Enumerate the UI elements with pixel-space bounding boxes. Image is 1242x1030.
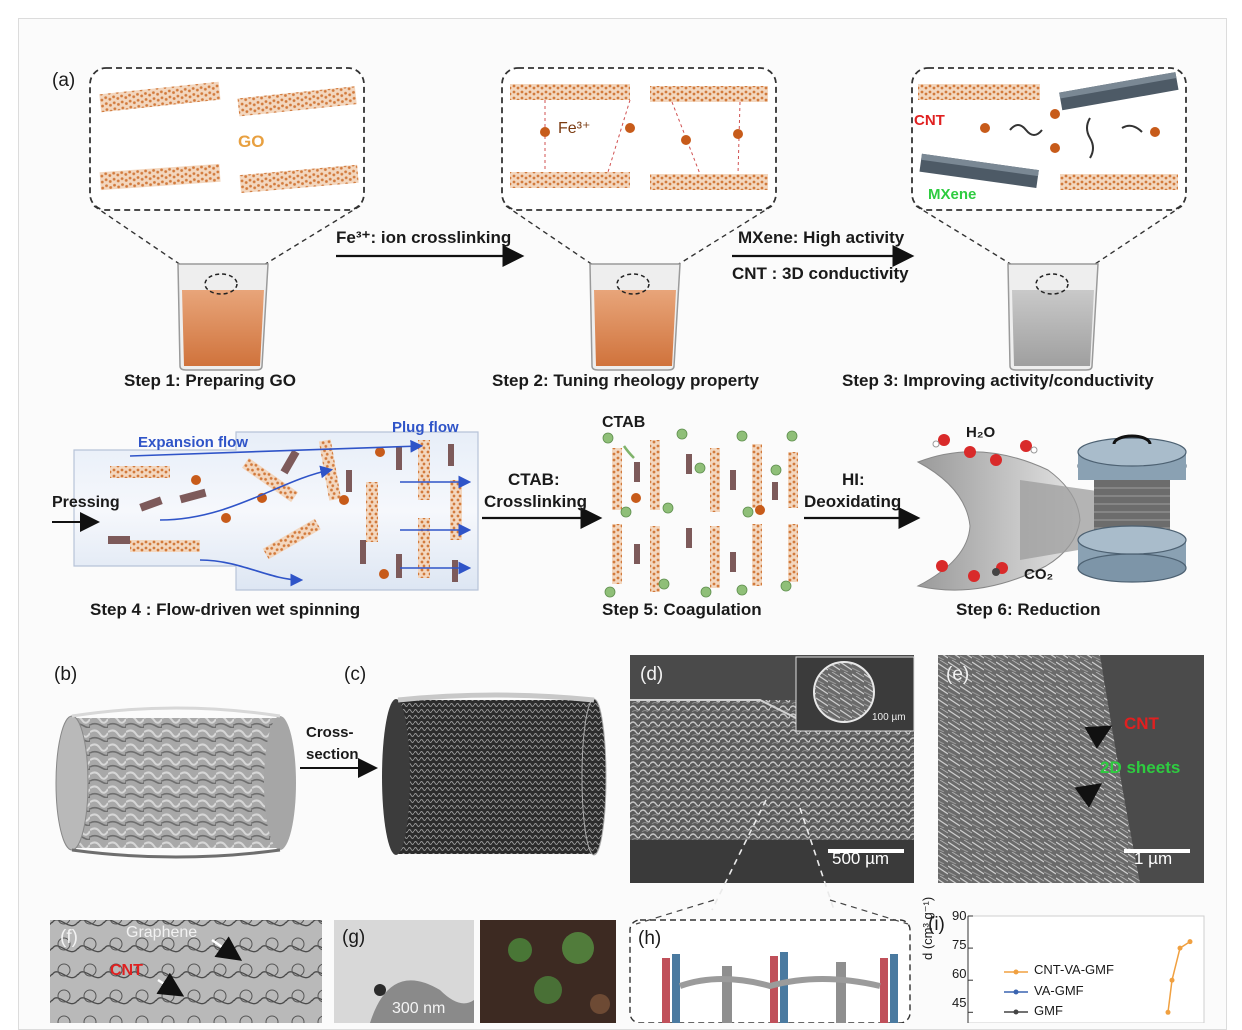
coagulation-scene	[602, 428, 798, 598]
panel-label-d: (d)	[640, 664, 664, 685]
legend-marker-2	[1013, 1009, 1019, 1015]
chart-tick-marks	[968, 915, 973, 1013]
panel-label-i: (i)	[928, 914, 945, 935]
legend-marker-0	[1013, 969, 1019, 975]
panel-label-f: (f)	[60, 927, 78, 948]
label-cnt-e: CNT	[1124, 714, 1159, 733]
legend-va-gmf: VA-GMF	[1034, 983, 1084, 998]
fiber-cross-section-render	[382, 692, 607, 856]
label-plug-flow: Plug flow	[392, 419, 459, 436]
step-4-label: Step 4 : Flow-driven wet spinning	[90, 600, 361, 619]
arrow-label-cnt: CNT : 3D conductivity	[732, 264, 909, 283]
data-point	[1165, 1009, 1171, 1015]
scale-bar-d: 500 µm	[832, 849, 890, 868]
label-section: section	[306, 746, 359, 763]
step-3-label: Step 3: Improving activity/conductivity	[842, 371, 1154, 390]
label-ctab-top: CTAB	[602, 414, 646, 431]
inset-fe-crosslink	[501, 67, 777, 211]
legend-cnt-va-gmf: CNT-VA-GMF	[1034, 962, 1114, 977]
arrow-label-fe: Fe³⁺: ion crosslinking	[336, 228, 512, 247]
step-2-label: Step 2: Tuning rheology property	[492, 371, 759, 390]
label-go: GO	[238, 132, 265, 151]
wet-spinning-channel	[52, 431, 479, 591]
sem-image-e	[938, 655, 1204, 883]
chart-i	[967, 915, 1205, 1023]
label-co2: CO₂	[1024, 566, 1054, 583]
panel-label-e: (e)	[946, 664, 970, 685]
data-point	[1169, 977, 1175, 983]
label-2d-sheets: 2D sheets	[1100, 758, 1181, 777]
beaker-1	[177, 263, 269, 371]
arrow-label-crosslinking: Crosslinking	[484, 492, 587, 511]
tem-image-f	[50, 920, 322, 1023]
schematic-h	[629, 899, 911, 1023]
fiber-3d-render	[55, 706, 296, 859]
arrow-label-mxene: MXene: High activity	[738, 228, 905, 247]
panel-label-g: (g)	[342, 927, 366, 948]
chart-tick-45: 45	[952, 995, 967, 1010]
panel-label-b: (b)	[54, 664, 78, 685]
label-graphene: Graphene	[126, 924, 198, 941]
data-point	[1177, 945, 1183, 951]
arrow-label-hi: HI:	[842, 470, 865, 489]
label-h2o: H₂O	[966, 424, 996, 441]
label-pressing: Pressing	[52, 494, 120, 511]
panel-label-a: (a)	[52, 70, 76, 91]
inset-go	[89, 67, 365, 211]
chart-tick-60: 60	[952, 966, 967, 981]
label-fe: Fe³⁺	[558, 120, 591, 137]
panel-label-h: (h)	[638, 928, 662, 949]
label-expansion-flow: Expansion flow	[138, 434, 249, 451]
chart-tick-90: 90	[952, 908, 967, 923]
step-5-label: Step 5: Coagulation	[602, 600, 762, 619]
molecules-co2	[936, 560, 1008, 582]
eds-map-g	[480, 920, 616, 1023]
chart-series-lines	[1165, 939, 1193, 1015]
chart-legend-marks	[1004, 969, 1028, 1015]
chart-tick-75: 75	[952, 937, 967, 952]
molecules-h2o	[932, 434, 1038, 466]
series-line-0	[1167, 941, 1191, 1013]
scale-bar-e: 1 µm	[1134, 849, 1173, 868]
panel-label-c: (c)	[344, 664, 367, 685]
label-cnt-f: CNT	[110, 962, 143, 979]
tem-image-g	[334, 920, 474, 1023]
legend-gmf: GMF	[1034, 1003, 1063, 1018]
sem-image-d	[630, 655, 915, 911]
reduction-scene	[916, 434, 1187, 591]
label-mxene-inset: MXene	[928, 186, 977, 203]
legend-marker-1	[1013, 989, 1019, 995]
step-1-label: Step 1: Preparing GO	[124, 371, 296, 390]
arrow-label-deoxidating: Deoxidating	[804, 492, 902, 511]
fe-ions	[540, 123, 743, 145]
label-cross: Cross-	[306, 724, 354, 741]
arrow-label-ctab: CTAB:	[508, 470, 560, 489]
beaker-3	[1007, 263, 1099, 371]
data-point	[1187, 939, 1193, 945]
inset-scale-d: 100 µm	[872, 712, 906, 723]
chart-y-axis-label: d (cm³ g⁻¹)	[920, 896, 935, 960]
step-6-label: Step 6: Reduction	[956, 600, 1101, 619]
label-cnt-inset: CNT	[914, 112, 945, 129]
beaker-2	[589, 263, 681, 371]
scale-bar-g: 300 nm	[392, 1000, 446, 1017]
inset-mxene-cnt	[911, 67, 1187, 211]
